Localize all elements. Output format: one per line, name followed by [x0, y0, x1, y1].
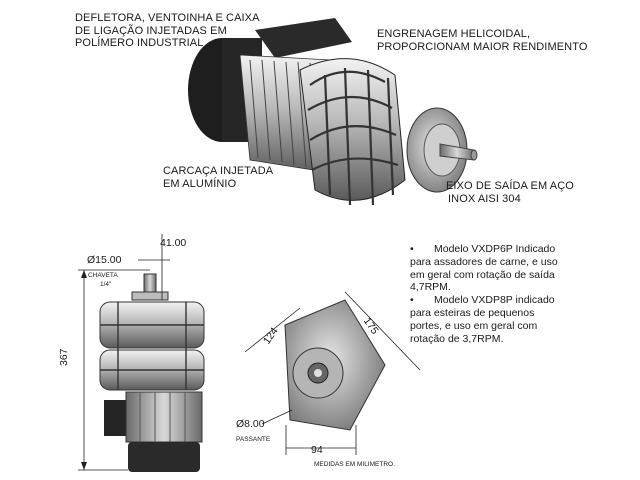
callout-line: PROPORCIONAM MAIOR RENDIMENTO [377, 40, 588, 53]
dim-key-size: 1/4" [100, 281, 112, 288]
model-line: rotação de 3,7RPM. [410, 332, 504, 345]
dim-hole: Ø8.00 [236, 418, 265, 430]
model-line: Modelo VXDP8P indicado [434, 294, 555, 307]
dim-height: 367 [58, 348, 70, 366]
dim-key-label: CHAVETA [88, 272, 118, 279]
model-line: Modelo VXDP6P Indicado [434, 243, 556, 255]
list-item: • Modelo VXDP6P Indicado para assadores d… [410, 243, 588, 294]
callout-line: INOX AISI 304 [448, 192, 521, 205]
callout-shaft: EIXO DE SAÍDA EM AÇO INOX AISI 304 [446, 180, 574, 205]
model-line: para assadores de carne, e uso [410, 255, 558, 268]
callout-housing: CARCAÇA INJETADA EM ALUMÍNIO [163, 165, 273, 190]
callout-line: DE LIGAÇÃO INJETADAS EM [75, 24, 227, 37]
callout-deflector: DEFLETORA, VENTOINHA E CAIXA DE LIGAÇÃO … [75, 12, 260, 50]
callout-gearing: ENGRENAGEM HELICOIDAL, PROPORCIONAM MAIO… [377, 28, 588, 53]
model-line: em geral com rotação de saída [410, 268, 555, 281]
motor-render [188, 18, 478, 206]
bullet: • [410, 294, 414, 307]
callout-line: EIXO DE SAÍDA EM AÇO [446, 180, 574, 192]
callout-line: CARCAÇA INJETADA [163, 165, 274, 177]
dim-shaft-diameter: Ø15.00 [87, 254, 122, 266]
callout-line: POLÍMERO INDUSTRIAL [75, 37, 204, 49]
dim-hole-note: PASSANTE [236, 436, 271, 443]
model-line: portes, e uso em geral com [410, 319, 538, 332]
callout-line: EM ALUMÍNIO [163, 177, 237, 190]
units-note: MEDIDAS EM MILIMETRO. [314, 461, 395, 468]
callout-line: ENGRENAGEM HELICOIDAL, [377, 28, 531, 40]
callout-line: DEFLETORA, VENTOINHA E CAIXA [75, 12, 260, 24]
side-view-drawing [244, 291, 421, 455]
bullet: • [410, 243, 414, 255]
dim-shaft-length: 41.00 [160, 237, 187, 249]
models-list: • Modelo VXDP6P Indicado para assadores d… [410, 243, 588, 345]
dim-width: 94 [311, 444, 323, 456]
model-line: para esteiras de pequenos [410, 306, 535, 319]
front-view-drawing [78, 234, 205, 472]
list-item: • Modelo VXDP8P indicado para esteiras de… [410, 294, 588, 345]
model-line: 4,7RPM. [410, 281, 451, 294]
